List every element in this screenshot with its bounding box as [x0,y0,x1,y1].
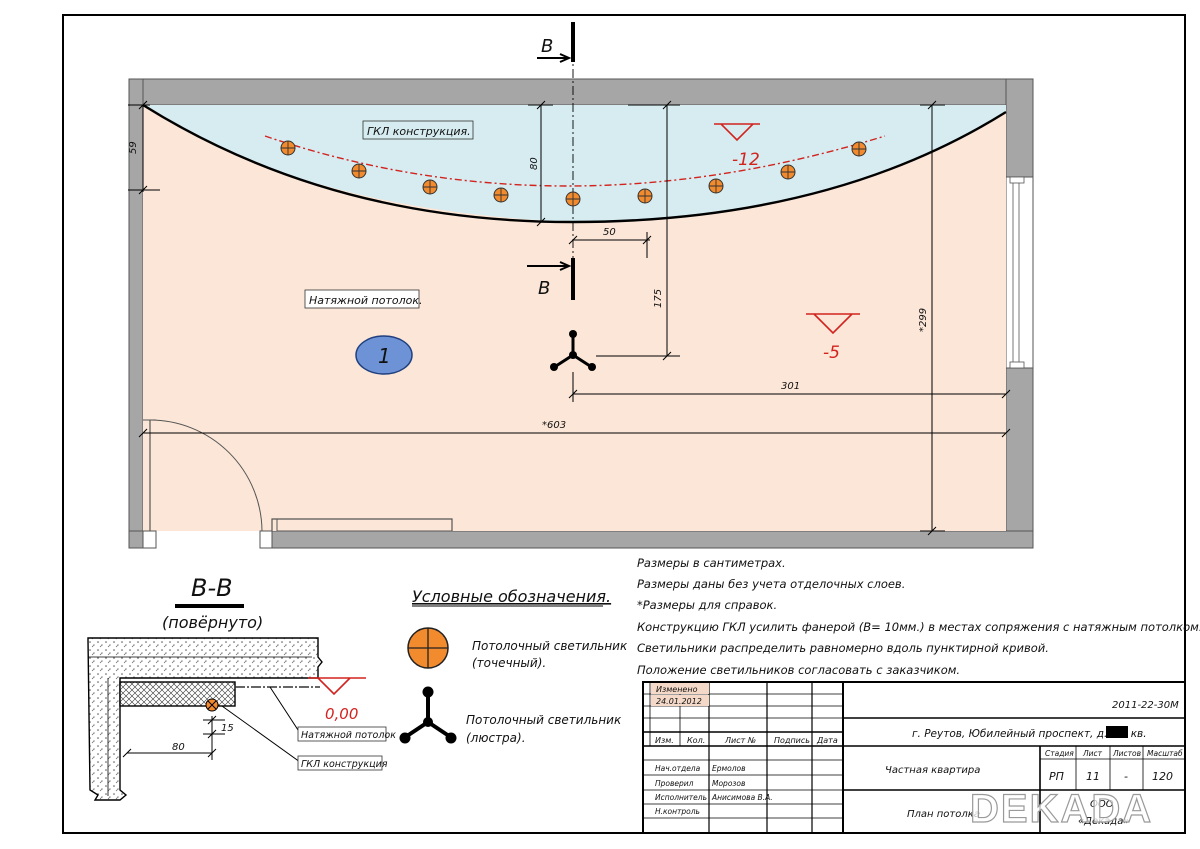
stretch-ceiling-label: Натяжной потолок. [309,294,422,307]
legend-item2-line2: (люстра). [466,731,526,745]
wall-top [128,78,1034,106]
dim-299: *299 [918,308,929,332]
section-view: В-В (повёрнуто) 0,00 80 15 [87,574,396,801]
sheet-value: 11 [1086,770,1100,783]
section-level-value: 0,00 [325,705,358,723]
note-4: Конструкцию ГКЛ усилить фанерой (В= 10мм… [637,620,1200,634]
title-block-text: Изменено 24.01.2012 2011-22-30М г. Реуто… [655,685,1183,832]
section-mark-bottom: В [538,278,550,299]
legend-title: Условные обозначения. [412,587,611,606]
col-list: Лист № [724,736,756,745]
note-5: Светильники распределить равномерно вдол… [637,641,1049,655]
spot-light-icon [422,179,438,195]
room-number: 1 [378,344,391,368]
legend-chandelier-icon [399,686,457,744]
level-stretch-value: -5 [823,343,840,363]
gkl-label: ГКЛ конструкция. [367,125,471,138]
dim-603: *603 [542,420,566,431]
section-title: В-В [191,574,233,602]
spot-light-icon [780,164,796,180]
note-6: Положение светильников согласовать с зак… [637,663,960,677]
legend-item1-line2: (точечный). [472,656,546,670]
wall-right-upper [1005,78,1034,178]
concrete-slab [87,637,323,801]
sheet-title: План потолка [907,809,980,820]
section-label-gkl: ГКЛ конструкция [301,759,388,770]
scale-header: Масштаб [1147,749,1183,758]
drawing-code: 2011-22-30М [1112,700,1179,711]
project-name: Частная квартира [885,765,980,776]
note-2: Размеры даны без учета отделочных слоев. [637,577,905,591]
name-3: Анисимова В.А. [711,793,773,802]
dim-301: 301 [781,381,800,392]
wall-bottom-left [128,530,144,549]
col-izm: Изм. [655,736,674,745]
door-swing [149,419,263,532]
section-mark-top: В [541,36,553,57]
plan-view: ГКЛ конструкция. Натяжной потолок. -12 -… [128,22,1034,549]
wall-bottom [271,530,1034,549]
spot-light-icon [280,140,296,156]
col-sign: Подпись [774,736,810,745]
spot-light-icon [493,187,509,203]
title-block [642,681,1186,834]
col-kol: Кол. [687,736,705,745]
sheets-header: Листов [1112,749,1141,758]
org-name: «Декада» [1078,816,1130,827]
section-label-stretch: Натяжной потолок [301,730,396,741]
wall-right-lower [1005,367,1034,549]
stage-header: Стадия [1045,749,1074,758]
legend-item1-line1: Потолочный светильник [472,639,628,653]
bottom-recess [276,518,453,532]
dim-175: 175 [653,289,664,308]
stage-value: РП [1049,770,1064,783]
gkl-construction-area [143,105,1006,222]
section-dim-15: 15 [221,723,234,734]
section-subtitle: (повёрнуто) [162,613,263,632]
dekada-watermark: DEKADA [970,787,1153,831]
spot-light-icon [851,141,867,157]
lights-layout-curve [264,135,886,187]
spot-light-icon [565,191,581,207]
room-number-badge [355,335,413,375]
note-1: Размеры в сантиметрах. [637,556,786,570]
org-type: ООО [1090,799,1114,810]
spot-light-icon [637,188,653,204]
section-dim-80: 80 [172,742,185,753]
role-2: Проверил [655,779,694,788]
chandelier-icon [550,330,596,371]
name-1: Ермолов [712,764,746,773]
notes: Размеры в сантиметрах. Размеры даны без … [637,556,1200,677]
legend: Условные обозначения. Потолочный светиль… [399,587,628,745]
address-redaction [1106,726,1128,738]
col-date: Дата [816,736,838,745]
scale-value: 120 [1152,770,1173,783]
name-2: Морозов [712,779,745,788]
note-3: *Размеры для справок. [637,598,777,612]
spot-light-icon [351,163,367,179]
section-level-mark [308,677,366,696]
sheet-header: Лист [1082,749,1103,758]
legend-item2-line1: Потолочный светильник [466,713,622,727]
address: г. Реутов, Юбилейный проспект, д. 47, кв… [912,728,1147,740]
role-1: Нач.отдела [655,764,701,773]
dim-59: 59 [128,141,139,154]
role-3: Исполнитель [655,793,707,802]
sheets-value: - [1124,770,1128,783]
spot-lights [280,140,867,207]
spot-light-icon [708,178,724,194]
dim-50: 50 [603,227,616,238]
level-mark-stretch [806,313,860,335]
changed-label: Изменено [656,685,698,694]
dim-80: 80 [529,157,540,170]
sheet-frame [62,14,1186,834]
level-mark-gkl [714,123,760,142]
dimensions [128,100,1011,536]
level-gkl-value: -12 [732,150,760,170]
changed-date: 24.01.2012 [656,697,702,706]
role-4: Н.контроль [655,807,700,816]
